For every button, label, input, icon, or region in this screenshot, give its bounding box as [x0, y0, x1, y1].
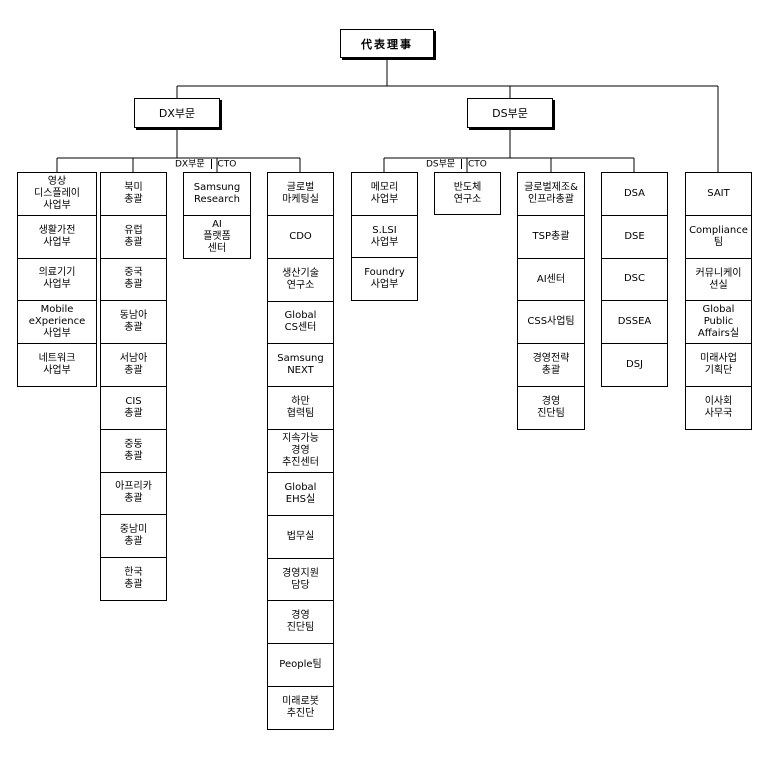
org-unit-box: 경영 진단팀 — [518, 386, 584, 429]
column-ds-research: 반도체 연구소 — [434, 172, 501, 215]
org-unit-box: 서남아 총괄 — [101, 343, 166, 386]
org-unit-box: Samsung Research — [193, 182, 241, 205]
org-unit-box: DSJ — [602, 343, 667, 386]
org-unit-box: 글로벌제조& 인프라총괄 — [524, 181, 578, 205]
dx-division-box: DX부문 — [134, 98, 220, 128]
org-unit-box: DSA — [623, 187, 646, 199]
org-unit-box: Global CS센터 — [268, 300, 333, 344]
dx-tag-text: DX부문 — [175, 159, 205, 170]
org-unit-box: 생활가전 사업부 — [18, 214, 96, 258]
ds-cto-text: CTO — [467, 159, 487, 170]
org-unit-box: CSS사업팀 — [518, 300, 584, 343]
column-dx-research: Samsung Research AI 플랫폼 센터 — [183, 172, 251, 259]
ds-label-tag: DS부문 CTO — [426, 159, 487, 171]
dx-label-tag: DX부문 CTO — [175, 159, 236, 171]
org-unit-box: 중국 총괄 — [101, 257, 166, 301]
dx-cto-text: CTO — [217, 159, 237, 170]
ceo-box: 代表理事 — [340, 29, 434, 58]
org-unit-box: AI센터 — [518, 257, 584, 301]
org-unit-box: CIS 총괄 — [101, 385, 166, 429]
org-unit-box: 중남미 총괄 — [101, 514, 166, 557]
org-unit-box: 경영전략 총괄 — [518, 343, 584, 386]
org-unit-box: Global EHS실 — [268, 471, 333, 515]
org-unit-box: 경영지원 담당 — [268, 557, 333, 601]
org-unit-box: 의료기기 사업부 — [18, 257, 96, 301]
org-unit-box: 경영 진단팀 — [268, 600, 333, 643]
org-unit-box: AI 플랫폼 센터 — [184, 215, 250, 258]
ds-tag-text: DS부문 — [426, 159, 456, 170]
org-unit-box: 법무실 — [268, 514, 333, 558]
ceo-label: 代表理事 — [361, 37, 413, 51]
org-unit-box: 유럽 총괄 — [101, 214, 166, 258]
org-unit-box: 커뮤니케이 션실 — [686, 257, 751, 301]
dx-division-label: DX부문 — [158, 107, 196, 120]
org-unit-box: Compliance 팀 — [686, 214, 751, 258]
org-unit-box: 반도체 연구소 — [453, 181, 482, 205]
org-unit-box: 이사회 사무국 — [686, 386, 751, 429]
ds-division-label: DS부문 — [492, 107, 528, 120]
org-unit-box: 동남아 총괄 — [101, 300, 166, 343]
org-unit-box: S.LSI 사업부 — [352, 214, 417, 258]
org-unit-box: Mobile eXperience 사업부 — [18, 300, 96, 343]
org-unit-box: DSC — [602, 257, 667, 301]
org-unit-box: Samsung NEXT — [268, 343, 333, 386]
org-unit-box: Global Public Affairs실 — [686, 300, 751, 343]
org-unit-box: SAIT — [707, 187, 730, 199]
org-unit-box: 중동 총괄 — [101, 428, 166, 472]
org-unit-box: CDO — [268, 214, 333, 258]
org-unit-box: 아프리카 총괄 — [101, 471, 166, 515]
org-unit-box: People팀 — [268, 643, 333, 686]
org-unit-box: 네트워크 사업부 — [18, 343, 96, 386]
org-unit-box: 글로벌 마케팅실 — [282, 181, 319, 205]
org-unit-box: 미래로봇 추진단 — [268, 686, 333, 729]
org-unit-box: 메모리 사업부 — [370, 181, 399, 205]
org-unit-box: 하만 협력팀 — [268, 386, 333, 429]
org-unit-box: DSSEA — [602, 300, 667, 343]
org-unit-box: 영상 디스플레이 사업부 — [34, 175, 80, 211]
org-unit-box: Foundry 사업부 — [352, 257, 417, 300]
org-unit-box: 한국 총괄 — [101, 557, 166, 600]
org-unit-box: TSP총괄 — [518, 214, 584, 258]
ds-division-box: DS부문 — [467, 98, 553, 128]
org-unit-box: 지속가능 경영 추진센터 — [268, 429, 333, 472]
org-unit-box: 생산기술 연구소 — [268, 257, 333, 301]
org-unit-box: 미래사업 기획단 — [686, 343, 751, 386]
org-unit-box: 북미 총괄 — [124, 181, 143, 205]
org-unit-box: DSE — [602, 214, 667, 258]
